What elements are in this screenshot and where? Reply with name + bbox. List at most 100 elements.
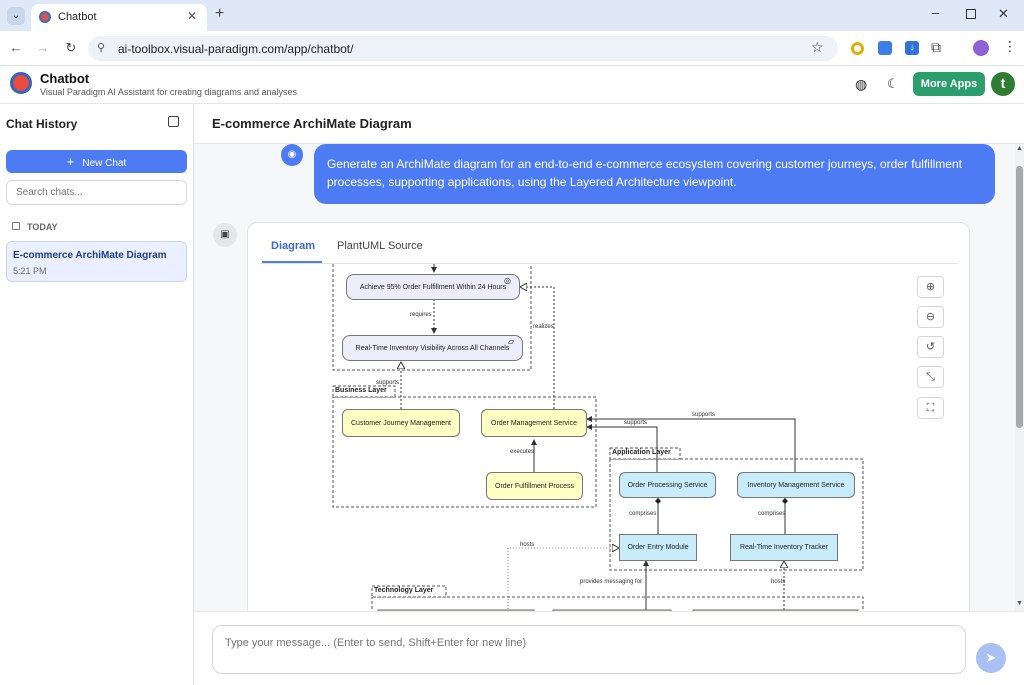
new-tab-icon[interactable]: +	[215, 5, 225, 22]
order-processing-service-node[interactable]: Order Processing Service	[619, 472, 716, 498]
chat-messages: ◉ Generate an ArchiMate diagram for an e…	[194, 144, 1024, 611]
maximize-icon[interactable]	[966, 9, 976, 19]
collapse-sidebar-icon[interactable]	[168, 116, 179, 127]
rit-label: Real-Time Inventory Tracker	[739, 544, 829, 551]
new-chat-button[interactable]: + New Chat	[6, 150, 187, 173]
user-message-bubble: Generate an ArchiMate diagram for an end…	[314, 144, 995, 204]
tab-plantuml-source[interactable]: PlantUML Source	[337, 240, 423, 252]
zoom-in-button[interactable]: ⊕	[917, 276, 944, 298]
chat-item-time: 5:21 PM	[13, 266, 47, 276]
order-management-service-node[interactable]: Order Management Service	[481, 409, 587, 437]
language-globe-icon[interactable]: ◍	[855, 76, 868, 92]
tab-close-icon[interactable]: ✕	[187, 9, 198, 23]
browser-tab[interactable]: Chatbot ✕	[31, 4, 207, 31]
user-avatar[interactable]: t	[991, 72, 1015, 96]
window-close-icon[interactable]: ✕	[998, 6, 1009, 21]
outcome-parallelogram-icon: ▱	[508, 337, 515, 346]
calendar-icon	[12, 222, 20, 230]
app-logo-icon	[10, 72, 32, 94]
download-icon[interactable]: ↓	[905, 41, 919, 55]
section-today: TODAY	[27, 222, 58, 232]
edge-label-comprises-ims: comprises	[758, 511, 786, 517]
profile-avatar-icon[interactable]	[973, 40, 989, 56]
edge-label-comprises-ops: comprises	[629, 511, 657, 517]
reload-icon[interactable]: ↻	[65, 40, 77, 55]
real-time-inventory-tracker-node[interactable]: Real-Time Inventory Tracker	[730, 534, 838, 561]
ops-label: Order Processing Service	[627, 481, 708, 489]
more-apps-button[interactable]: More Apps	[913, 72, 985, 96]
diagram-connectors	[332, 264, 864, 611]
reset-view-button[interactable]: ↺	[917, 336, 944, 358]
url-text: ai-toolbox.visual-paradigm.com/app/chatb…	[118, 42, 354, 56]
edge-label-provides-messaging: provides messaging for	[580, 579, 643, 585]
edge-label-requires: requires	[410, 312, 432, 318]
fullscreen-button[interactable]: ⛶	[917, 397, 944, 419]
oem-label: Order Entry Module	[627, 544, 689, 551]
app-subtitle: Visual Paradigm AI Assistant for creatin…	[40, 87, 297, 97]
chat-history-sidebar: Chat History + New Chat TODAY E-commerce …	[0, 104, 194, 685]
edge-label-realizes: realizes	[533, 324, 554, 330]
edge-label-hosts-rit: hosts	[771, 579, 786, 585]
message-input[interactable]	[212, 625, 966, 674]
customer-journey-management-node[interactable]: Customer Journey Management	[342, 409, 460, 437]
edge-label-executes: executes	[510, 449, 535, 455]
oms-label: Order Management Service	[491, 419, 577, 427]
app-title: Chatbot	[40, 71, 90, 86]
edge-label-supports-ims: supports	[692, 412, 716, 418]
goal-node[interactable]: Achieve 95% Order Fulfillment Within 24 …	[346, 274, 520, 300]
ims-label: Inventory Management Service	[747, 481, 845, 489]
bookmark-star-icon[interactable]: ☆	[811, 39, 824, 55]
diagram-canvas[interactable]: Achieve 95% Order Fulfillment Within 24 …	[260, 264, 869, 611]
chat-title: E-commerce ArchiMate Diagram	[212, 116, 412, 131]
back-icon[interactable]: ←	[9, 40, 23, 55]
address-bar[interactable]: ⚲ ai-toolbox.visual-paradigm.com/app/cha…	[88, 36, 838, 61]
user-avatar-icon: ◉	[281, 144, 303, 166]
group-label-business: Business Layer	[335, 387, 387, 394]
group-label-application: Application Layer	[612, 449, 671, 456]
site-info-icon[interactable]: ⚲	[97, 42, 106, 54]
extension-icon-blue[interactable]	[878, 41, 892, 55]
message-input-bar: ➤	[194, 611, 1024, 685]
user-message-text: Generate an ArchiMate diagram for an end…	[327, 157, 962, 189]
extension-icon-yellow[interactable]	[851, 42, 864, 55]
forward-icon[interactable]: →	[36, 40, 50, 55]
scroll-thumb[interactable]	[1016, 166, 1023, 428]
edge-label-supports-outcome: supports	[376, 380, 400, 386]
inventory-management-service-node[interactable]: Inventory Management Service	[737, 472, 855, 498]
scroll-down-arrow-icon[interactable]: ▼	[1016, 600, 1023, 607]
tab-diagram-underline	[262, 261, 322, 263]
search-chats-input[interactable]	[6, 180, 187, 205]
plus-icon: +	[66, 154, 75, 169]
fit-to-screen-button[interactable]: ⤡	[917, 366, 944, 388]
order-fulfillment-process-node[interactable]: Order Fulfillment Process	[486, 472, 583, 500]
send-button[interactable]: ➤	[976, 643, 1006, 673]
favicon-icon	[39, 11, 51, 23]
edge-label-supports-ops: supports	[624, 420, 648, 426]
outcome-node[interactable]: Real-Time Inventory Visibility Across Al…	[342, 335, 523, 361]
app-header: Chatbot Visual Paradigm AI Assistant for…	[0, 66, 1024, 104]
dark-mode-moon-icon[interactable]: ☾	[887, 76, 899, 91]
outcome-label: Real-Time Inventory Visibility Across Al…	[355, 344, 510, 352]
browser-menu-icon[interactable]: ⋮	[1003, 38, 1017, 54]
goal-label: Achieve 95% Order Fulfillment Within 24 …	[359, 283, 507, 291]
tab-diagram[interactable]: Diagram	[271, 240, 316, 252]
chat-header: E-commerce ArchiMate Diagram	[194, 104, 1024, 144]
chat-history-item[interactable]: E-commerce ArchiMate Diagram 5:21 PM	[6, 241, 187, 282]
extensions-puzzle-icon[interactable]: ⧉	[931, 39, 941, 55]
cjm-label: Customer Journey Management	[351, 419, 451, 427]
chat-scrollbar[interactable]: ▲ ▼	[1015, 144, 1024, 611]
tab-divider	[260, 263, 958, 264]
goal-target-icon: ◎	[504, 276, 511, 285]
tab-title: Chatbot	[58, 11, 97, 23]
group-label-technology: Technology Layer	[374, 587, 434, 594]
order-entry-module-node[interactable]: Order Entry Module	[619, 534, 697, 561]
bot-avatar-icon: ▣	[213, 223, 237, 247]
minimize-icon[interactable]: –	[932, 5, 940, 20]
browser-tab-strip: ⌄ Chatbot ✕ + – ✕	[0, 0, 1024, 31]
scroll-up-arrow-icon[interactable]: ▲	[1016, 145, 1023, 152]
tab-search-button[interactable]: ⌄	[7, 7, 25, 25]
sidebar-title: Chat History	[6, 117, 78, 131]
ofp-label: Order Fulfillment Process	[495, 482, 574, 490]
new-chat-label: New Chat	[82, 158, 127, 169]
zoom-out-button[interactable]: ⊖	[917, 306, 944, 328]
